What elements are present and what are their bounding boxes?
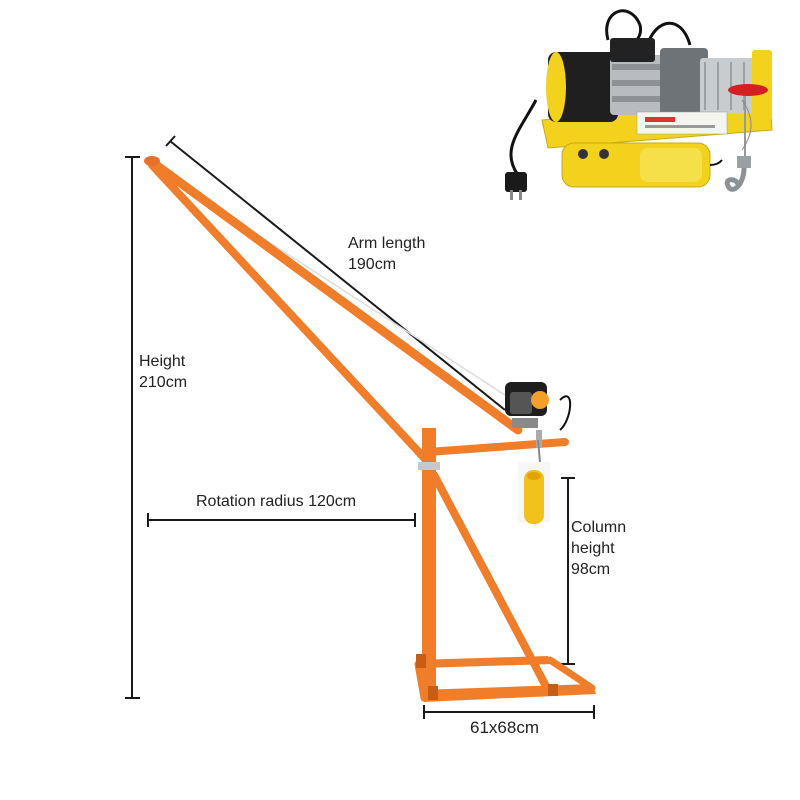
lifting-hook-icon: [724, 84, 768, 192]
arm-length-value: 190cm: [348, 256, 397, 273]
height-label: Height 210cm: [139, 351, 187, 393]
height-title: Height: [139, 353, 186, 370]
power-plug-icon: [505, 99, 538, 200]
arm-length-label: Arm length 190cm: [348, 233, 425, 275]
base-size-label: 61x68cm: [470, 718, 539, 737]
hanging-remote-icon: [518, 439, 550, 524]
jib-arm: [147, 157, 523, 435]
height-value: 210cm: [139, 374, 188, 391]
crane-base: [414, 654, 596, 702]
column-height-line1: Column: [571, 519, 627, 536]
dimension-lines: [125, 135, 595, 719]
crane-frame: [144, 156, 596, 702]
column-height-line2: height: [571, 540, 615, 557]
column-height-value: 98cm: [571, 561, 611, 578]
crane-column: [422, 428, 436, 696]
column-height-label: Column height 98cm: [571, 517, 626, 580]
pendant-remote-icon: [561, 142, 723, 188]
hoist-motor: [548, 52, 618, 122]
arm-length-title: Arm length: [348, 235, 426, 252]
rotation-radius-label: Rotation radius 120cm: [196, 493, 357, 510]
mounted-hoist-icon: [505, 382, 572, 448]
hoist-inset-image: [505, 9, 773, 200]
